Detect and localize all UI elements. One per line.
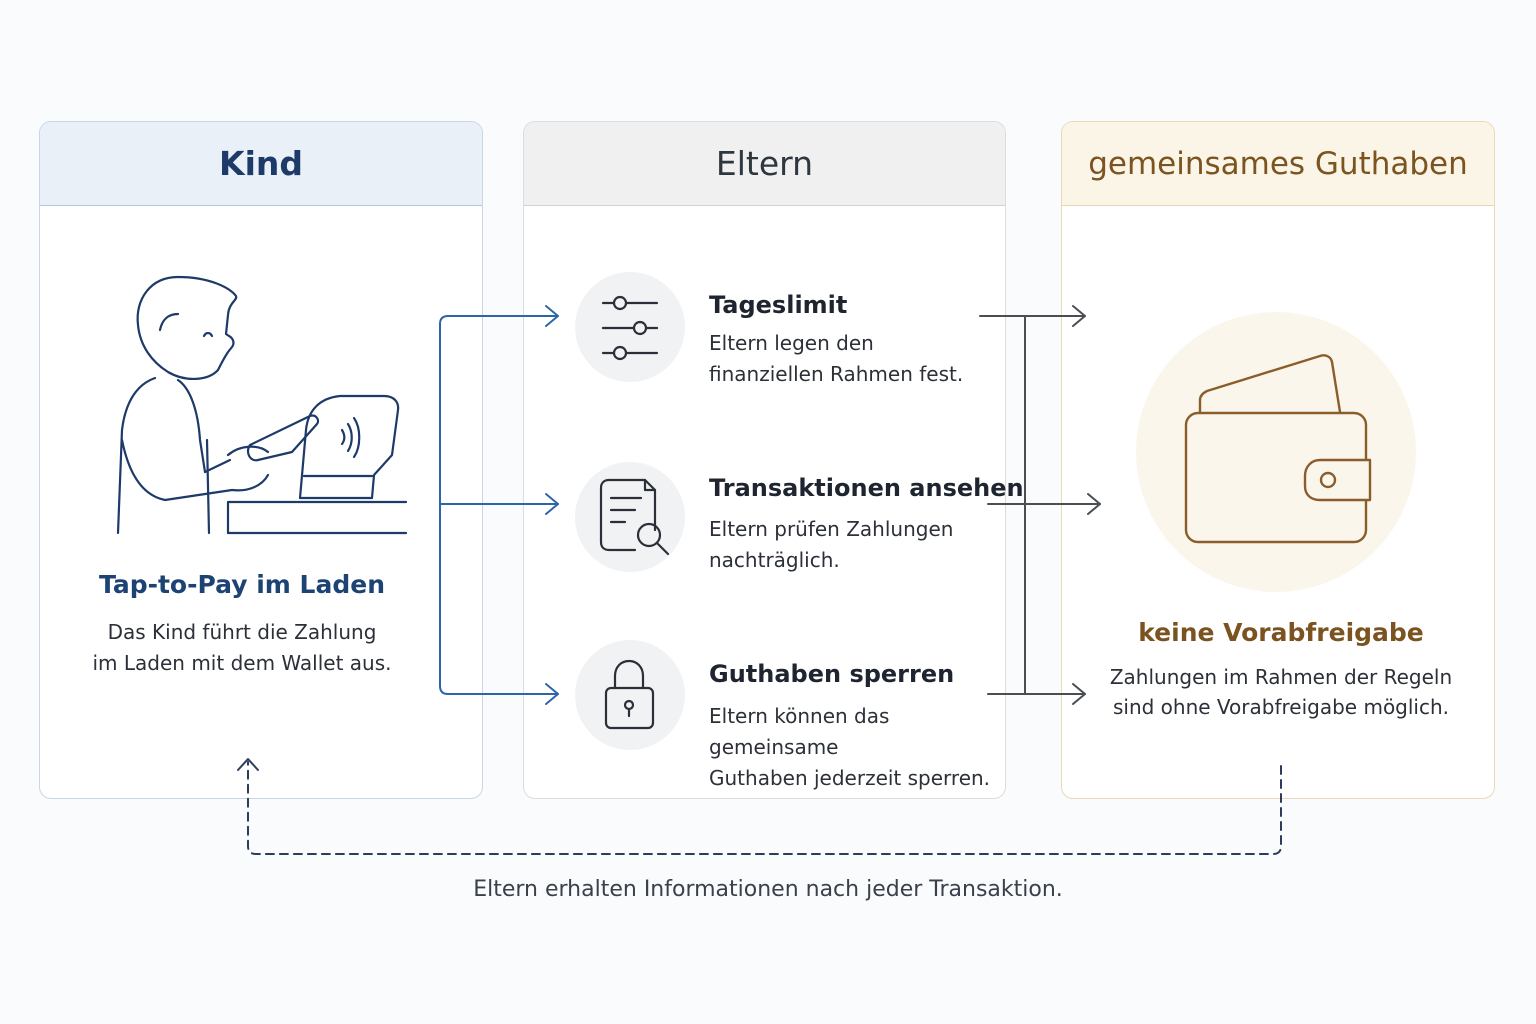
sliders-icon-circle	[575, 272, 685, 382]
guthaben-desc-line-1: Zahlungen im Rahmen der Regeln	[1109, 665, 1453, 689]
item-tageslimit-desc: Eltern legen den finanziellen Rahmen fes…	[709, 328, 1009, 390]
panel-kind: Kind	[39, 121, 483, 799]
lock-icon	[604, 659, 655, 730]
item-sperren-desc-line-1: Eltern können das gemeinsame	[709, 704, 890, 759]
kind-description: Das Kind führt die Zahlung im Laden mit …	[0, 617, 484, 679]
item-transaktionen-desc: Eltern prüfen Zahlungen nachträglich.	[709, 514, 1009, 576]
kind-desc-line-2: im Laden mit dem Wallet aus.	[92, 651, 392, 675]
item-tageslimit-desc-line-2: finanziellen Rahmen fest.	[709, 362, 964, 386]
wallet-circle	[1136, 312, 1416, 592]
lock-icon-circle	[575, 640, 685, 750]
panel-eltern-header: Eltern	[524, 122, 1005, 206]
document-search-icon	[599, 478, 670, 556]
item-transaktionen-desc-line-2: nachträglich.	[709, 548, 840, 572]
guthaben-desc-line-2: sind ohne Vorabfreigabe möglich.	[1112, 695, 1450, 719]
document-icon-circle	[575, 462, 685, 572]
panel-kind-header: Kind	[40, 122, 482, 206]
guthaben-description: Zahlungen im Rahmen der Regeln sind ohne…	[1061, 662, 1501, 722]
item-sperren-desc-line-2: Guthaben jederzeit sperren.	[709, 766, 991, 790]
sliders-icon	[601, 295, 659, 361]
item-sperren-title: Guthaben sperren	[709, 660, 955, 688]
item-tageslimit-title: Tageslimit	[709, 291, 848, 319]
footer-text: Eltern erhalten Informationen nach jeder…	[473, 877, 1063, 902]
kind-desc-line-1: Das Kind führt die Zahlung	[107, 620, 377, 644]
item-tageslimit-desc-line-1: Eltern legen den	[709, 331, 874, 355]
item-transaktionen-title: Transaktionen ansehen	[709, 474, 1024, 502]
kind-title: Tap-to-Pay im Laden	[99, 570, 385, 599]
item-transaktionen-desc-line-1: Eltern prüfen Zahlungen	[709, 517, 954, 541]
guthaben-title: keine Vorabfreigabe	[1138, 618, 1424, 647]
item-sperren-desc: Eltern können das gemeinsame Guthaben je…	[709, 701, 1009, 794]
panel-guthaben-header: gemeinsames Guthaben	[1062, 122, 1494, 206]
